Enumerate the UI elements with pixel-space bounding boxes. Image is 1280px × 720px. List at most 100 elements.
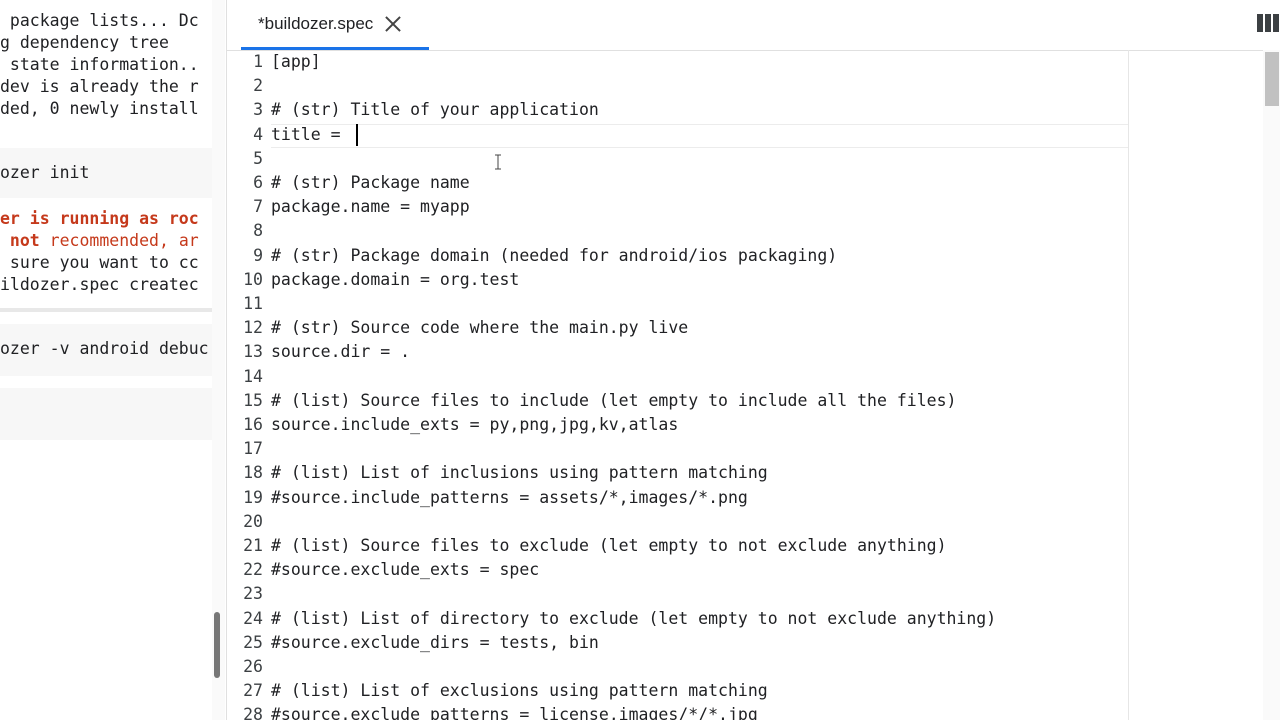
line-number: 13 — [243, 342, 263, 362]
panel-scrollbar[interactable] — [214, 612, 220, 678]
code-line[interactable]: 19 #source.include_patterns = assets/*,im… — [227, 486, 1127, 510]
terminal-line: dev is already the r — [0, 77, 199, 96]
line-text: # (str) Title of your application — [271, 100, 599, 120]
line-number: 11 — [243, 294, 263, 313]
code-line[interactable]: 11 — [227, 292, 1127, 316]
code-line[interactable]: 18 # (list) List of inclusions using patt… — [227, 461, 1127, 485]
code-cell[interactable]: ozer init — [0, 148, 212, 198]
panel-gutter — [212, 0, 225, 720]
line-text: #source.exclude_dirs = tests, bin — [271, 632, 599, 652]
code-line[interactable]: 8 — [227, 219, 1127, 243]
code-line[interactable]: 5 — [227, 147, 1127, 171]
code-line[interactable]: 20 — [227, 510, 1127, 534]
line-number: 5 — [253, 148, 263, 168]
terminal-line: g dependency tree — [0, 33, 169, 52]
line-number: 12 — [243, 318, 263, 338]
line-text: #source.exclude_patterns = license,image… — [271, 705, 758, 720]
line-text: package.name = myapp — [271, 197, 470, 217]
current-line-highlight — [271, 124, 1128, 148]
code-line[interactable]: 23 — [227, 582, 1127, 606]
code-cell[interactable]: ozer -v android debuc — [0, 324, 212, 376]
line-text: [app] — [271, 52, 321, 71]
line-text: # (str) Package domain (needed for andro… — [271, 245, 838, 265]
line-number: 8 — [253, 221, 263, 241]
terminal-output-panel: package lists... Dc g dependency tree st… — [0, 0, 212, 720]
code-line[interactable]: 9 # (str) Package domain (needed for andr… — [227, 244, 1127, 268]
line-number: 23 — [243, 584, 263, 604]
code-line[interactable]: 16 source.include_exts = py,png,jpg,kv,at… — [227, 413, 1127, 437]
line-number: 4 — [253, 124, 263, 144]
code-line[interactable]: 24 # (list) List of directory to exclude … — [227, 607, 1127, 631]
line-number: 2 — [253, 76, 263, 96]
line-number: 19 — [243, 487, 263, 507]
terminal-output-block: package lists... Dc g dependency tree st… — [0, 0, 212, 130]
code-line[interactable]: 27 # (list) List of exclusions using patt… — [227, 679, 1127, 703]
line-number: 22 — [243, 560, 263, 580]
line-number: 25 — [243, 632, 263, 652]
code-line[interactable]: 14 — [227, 365, 1127, 389]
code-line[interactable]: 25 #source.exclude_dirs = tests, bin — [227, 631, 1127, 655]
terminal-line: sure you want to cc — [0, 253, 199, 272]
line-number: 16 — [243, 415, 263, 434]
warning-line: not recommended, ar — [0, 230, 199, 252]
close-icon[interactable] — [383, 14, 403, 34]
code-line[interactable]: 2 — [227, 74, 1127, 98]
cell-divider — [0, 308, 212, 312]
code-line[interactable]: 6 # (str) Package name — [227, 171, 1127, 195]
line-text: # (str) Source code where the main.py li… — [271, 318, 689, 338]
line-number: 6 — [253, 173, 263, 192]
line-number: 10 — [243, 269, 263, 289]
code-line[interactable]: 22 #source.exclude_exts = spec — [227, 558, 1127, 582]
cell-command: ozer -v android debuc — [0, 339, 209, 358]
code-line[interactable]: 7 package.name = myapp — [227, 195, 1127, 219]
editor-scrollbar[interactable] — [1263, 50, 1280, 720]
line-number: 24 — [243, 608, 263, 628]
code-line[interactable]: 26 — [227, 655, 1127, 679]
line-text: # (list) Source files to exclude (let em… — [271, 536, 947, 555]
line-text: #source.exclude_exts = spec — [271, 560, 540, 580]
line-number: 28 — [243, 705, 263, 720]
warning-text: recommended, ar — [39, 231, 199, 250]
line-text: # (list) List of directory to exclude (l… — [271, 608, 997, 628]
terminal-line: ildozer.spec createc — [0, 275, 199, 294]
line-number: 3 — [253, 100, 263, 120]
line-text: # (list) Source files to include (let em… — [271, 390, 957, 410]
code-line[interactable]: 12 # (str) Source code where the main.py … — [227, 316, 1127, 340]
line-number: 21 — [243, 536, 263, 555]
editor-tab-bar: *buildozer.spec — [227, 0, 1280, 51]
tab-label: *buildozer.spec — [258, 13, 374, 33]
cell-command: ozer init — [0, 163, 90, 182]
line-text: # (str) Package name — [271, 173, 470, 192]
ibeam-cursor-icon — [495, 154, 501, 170]
code-line[interactable]: 28 #source.exclude_patterns = license,ima… — [227, 703, 1127, 720]
line-number: 26 — [243, 657, 263, 676]
line-text: #source.include_patterns = assets/*,imag… — [271, 487, 748, 507]
line-number: 1 — [253, 52, 263, 71]
scrollbar-thumb[interactable] — [1265, 52, 1279, 106]
empty-code-cell[interactable] — [0, 388, 212, 440]
line-number: 7 — [253, 197, 263, 217]
line-number: 9 — [253, 245, 263, 265]
line-text: # (list) List of exclusions using patter… — [271, 681, 768, 701]
code-line[interactable]: 15# (list) Source files to include (let … — [227, 389, 1127, 413]
line-text: source.include_exts = py,png,jpg,kv,atla… — [271, 415, 679, 434]
tab-buildozer-spec[interactable]: *buildozer.spec — [241, 0, 429, 50]
line-text: # (list) List of inclusions using patter… — [271, 463, 768, 483]
columns-icon[interactable] — [1257, 14, 1279, 32]
line-text: source.dir = . — [271, 342, 411, 362]
code-line[interactable]: 21 # (list) Source files to exclude (let … — [227, 534, 1127, 558]
line-number: 17 — [243, 439, 263, 459]
line-number: 27 — [243, 681, 263, 701]
code-line[interactable]: 17 — [227, 437, 1127, 461]
code-line[interactable]: 13 source.dir = . — [227, 340, 1127, 364]
code-line[interactable]: 1 [app] — [227, 50, 1127, 74]
terminal-line: ded, 0 newly install — [0, 99, 199, 118]
code-line[interactable]: 3 # (str) Title of your application — [227, 98, 1127, 122]
line-number: 14 — [243, 366, 263, 386]
line-number: 18 — [243, 463, 263, 483]
warning-emphasis: not — [0, 231, 40, 250]
